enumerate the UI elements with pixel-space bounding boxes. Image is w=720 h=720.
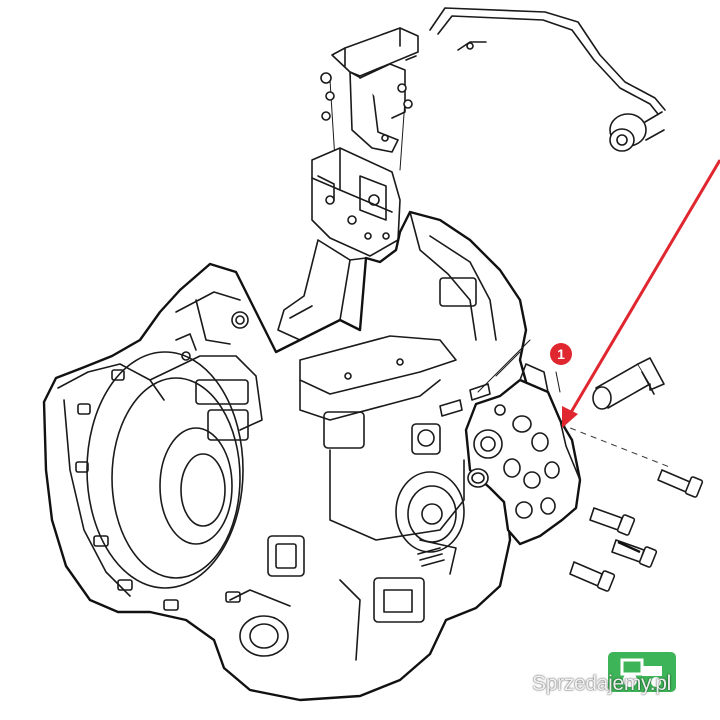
bolt: [569, 561, 616, 592]
tractor-icon: [608, 652, 676, 692]
watermark: Sprzedajemy.pl: [532, 646, 708, 706]
callout-number: 1: [557, 346, 565, 362]
callout-arrow: [562, 159, 720, 428]
alignment-line: [559, 423, 673, 469]
pipe-fitting: [609, 111, 665, 152]
cover-bolts: [569, 469, 704, 592]
warning-stripes: [417, 547, 445, 567]
bolt: [589, 507, 636, 536]
watermark-text: Sprzedajemy.pl: [532, 672, 671, 695]
upper-bracket: [329, 27, 419, 171]
bolt: [657, 469, 704, 498]
bolt: [611, 539, 658, 568]
mount-bolts: [320, 55, 417, 121]
sensor-plug: [592, 357, 665, 410]
valve-block: [311, 147, 401, 257]
seal-ring: [467, 468, 489, 488]
dowel-pins: [439, 383, 491, 417]
callout-badge: 1: [550, 343, 572, 365]
cover-plate: [464, 363, 582, 546]
flange-bolts: [75, 369, 241, 611]
hydraulic-pipe: [429, 7, 666, 115]
transmission-housing: [42, 210, 532, 702]
leader-lines: [477, 339, 561, 393]
